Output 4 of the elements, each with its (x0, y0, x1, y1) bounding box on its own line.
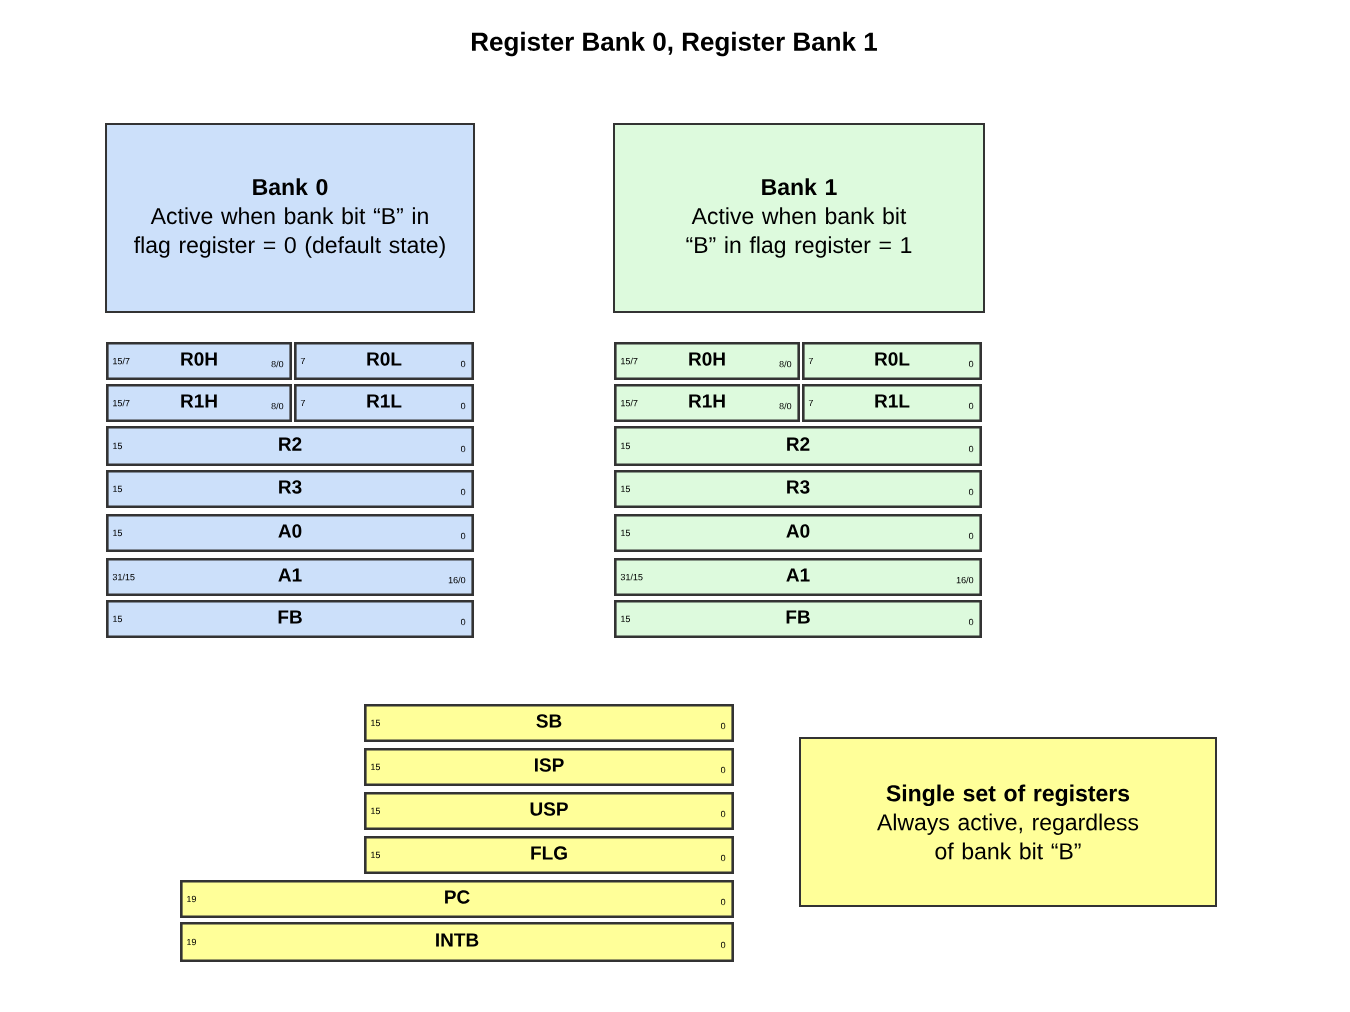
info-box: Single set of registers Always active, regardless of bank bit “B” (799, 737, 1217, 907)
title: Register Bank 0, Register Bank 1 (472, 31, 877, 57)
info-box: Bank 1 Active when bank bit “B” in flag register = 1 (613, 123, 985, 313)
info-box: Bank 0 Active when bank bit “B” in flag register = 0 (default state) (105, 123, 475, 313)
